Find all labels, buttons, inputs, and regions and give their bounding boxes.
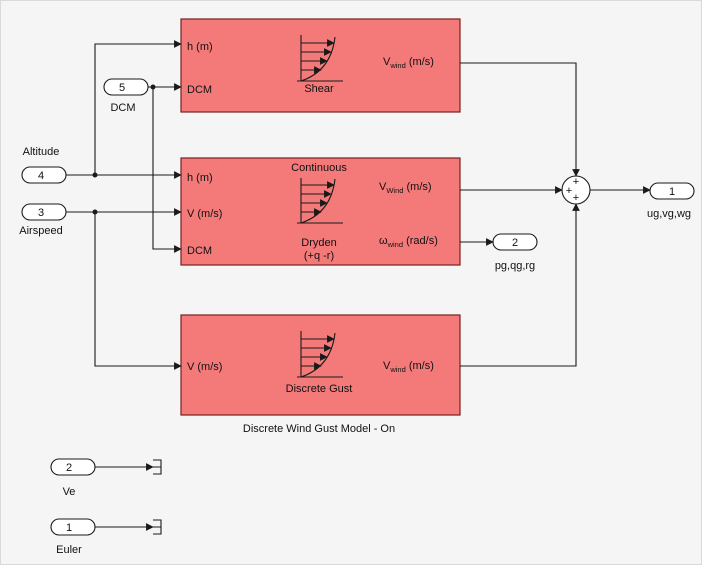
gust-port-v: V (m/s) (187, 361, 222, 373)
dryden-caption: Dryden (301, 237, 336, 249)
shear-block[interactable]: h (m) DCM Vwind (m/s) Shear (180, 18, 461, 113)
gust-port-vwind: Vwind (m/s) (383, 360, 434, 374)
outport-pgqgrg-label: pg,qg,rg (495, 260, 535, 272)
wind-profile-icon (297, 331, 343, 378)
outport-ugvgwg-label: ug,vg,wg (647, 208, 691, 220)
gust-icon-caption: Discrete Gust (286, 383, 353, 395)
shear-icon-caption: Shear (304, 83, 334, 95)
gust-block-label: Discrete Wind Gust Model - On (243, 423, 395, 435)
inport-altitude[interactable]: Altitude 4 (21, 146, 67, 184)
shear-port-dcm: DCM (187, 84, 212, 96)
dryden-port-h: h (m) (187, 172, 213, 184)
inport-dcm-label: DCM (110, 102, 135, 114)
svg-text:2: 2 (66, 462, 72, 474)
shear-port-vwind: Vwind (m/s) (383, 56, 434, 70)
dryden-block[interactable]: Continuous h (m) V (m/s) DCM VWind (m/s)… (180, 157, 461, 266)
outport-ugvgwg[interactable]: 1 ug,vg,wg (647, 182, 695, 220)
discrete-gust-block[interactable]: V (m/s) Vwind (m/s) Discrete Gust (180, 314, 461, 416)
svg-text:+: + (573, 192, 579, 204)
svg-text:1: 1 (669, 186, 675, 198)
dryden-port-v: V (m/s) (187, 208, 222, 220)
inport-ve-label: Ve (63, 486, 76, 498)
sum-block[interactable]: + + + (561, 175, 591, 205)
dryden-port-vwind: VWind (m/s) (379, 181, 432, 195)
dryden-port-dcm: DCM (187, 245, 212, 257)
inport-dcm[interactable]: 5 DCM (103, 78, 149, 114)
svg-text:1: 1 (66, 522, 72, 534)
terminator-ve (153, 459, 162, 475)
svg-text:4: 4 (38, 170, 44, 182)
dryden-caption-sign: (+q -r) (304, 250, 334, 262)
svg-text:5: 5 (119, 82, 125, 94)
wind-profile-icon (297, 178, 343, 224)
inport-airspeed-label: Airspeed (19, 225, 62, 237)
inport-altitude-label: Altitude (23, 146, 60, 158)
terminator-euler (153, 519, 162, 535)
wind-profile-icon (297, 35, 343, 82)
outport-pgqgrg[interactable]: 2 pg,qg,rg (492, 233, 538, 272)
svg-text:3: 3 (38, 207, 44, 219)
dryden-title: Continuous (291, 162, 347, 174)
inport-airspeed[interactable]: 3 Airspeed (19, 203, 67, 237)
svg-text:+: + (566, 185, 572, 197)
dryden-port-omega: ωwind (rad/s) (379, 235, 438, 249)
signal-lines (66, 40, 651, 531)
shear-port-h: h (m) (187, 41, 213, 53)
svg-text:+: + (573, 176, 579, 188)
svg-text:2: 2 (512, 237, 518, 249)
inport-ve[interactable]: 2 Ve (50, 458, 96, 498)
inport-euler[interactable]: 1 Euler (50, 518, 96, 556)
inport-euler-label: Euler (56, 544, 82, 556)
